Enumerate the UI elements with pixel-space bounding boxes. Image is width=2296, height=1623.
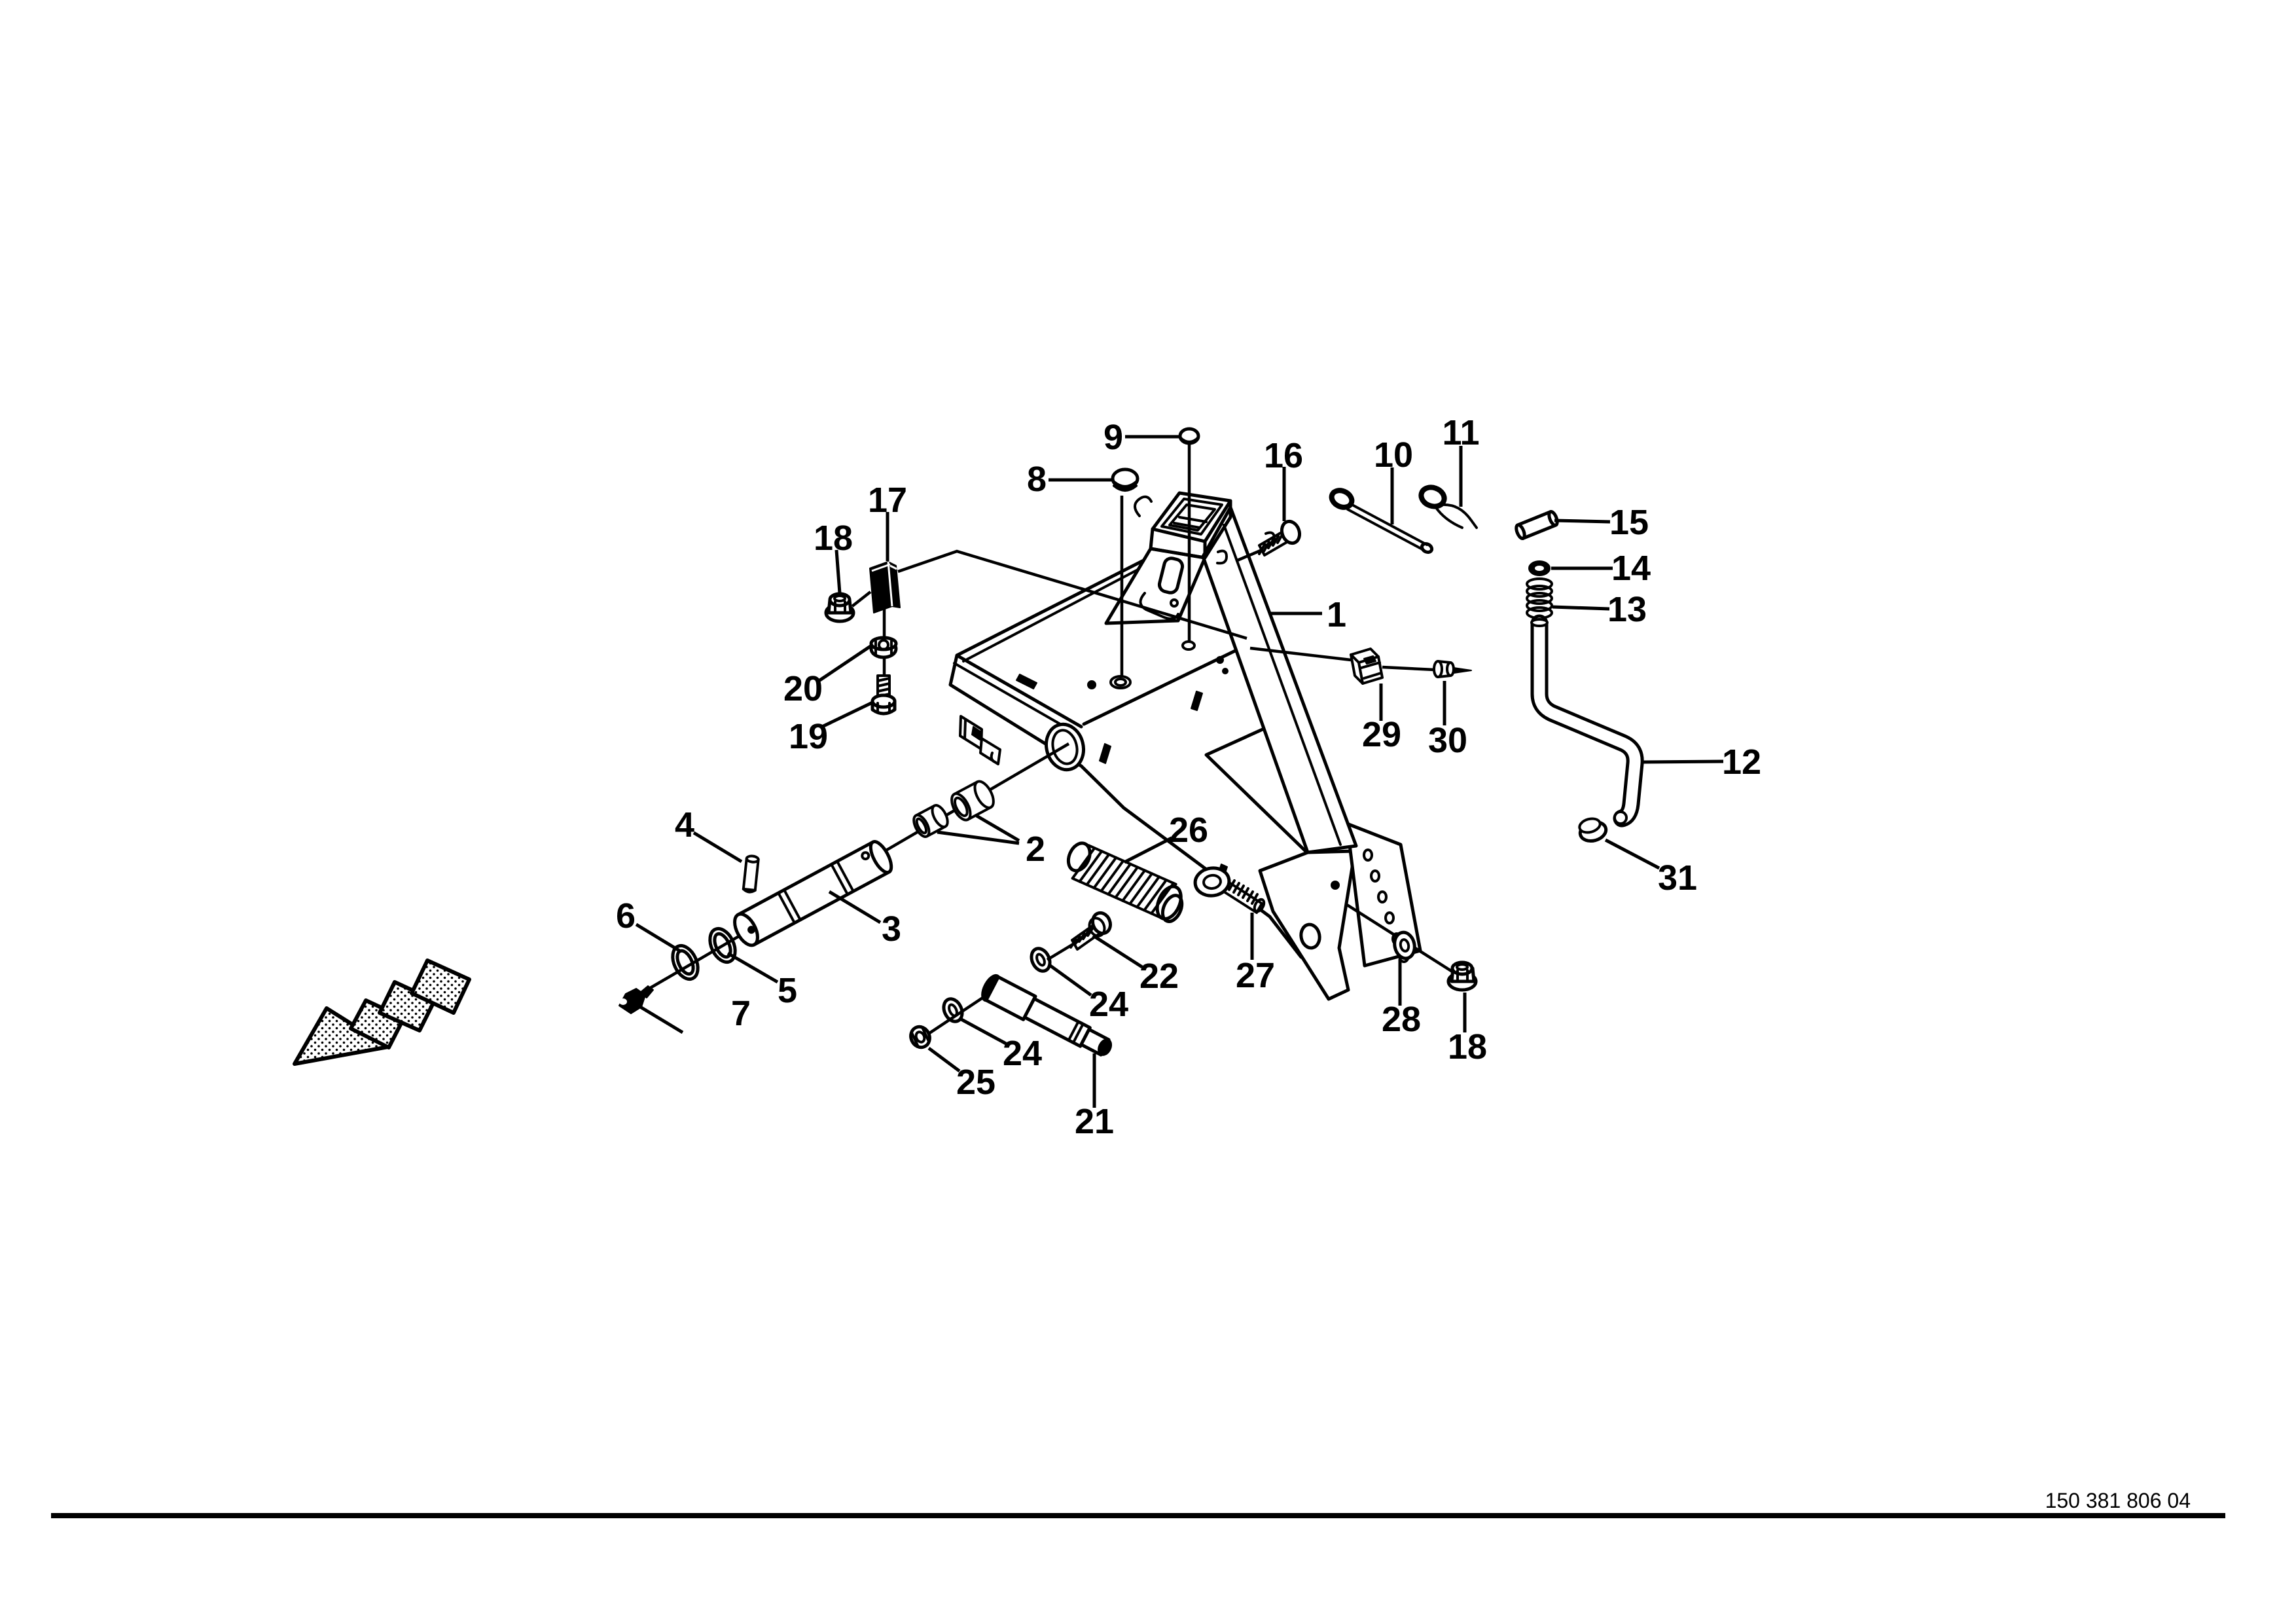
callout-leader-24 [959,1017,1007,1046]
callout-leader-12 [1643,759,1724,764]
flange-nut [824,592,855,623]
callout-19: 19 [789,717,828,756]
callout-10: 10 [1374,435,1413,475]
callout-7: 7 [731,994,751,1033]
callout-12: 12 [1722,742,1761,782]
callout-1: 1 [1327,595,1346,634]
callout-6: 6 [616,896,636,936]
callout-leader-20 [817,644,872,683]
callout-21: 21 [1075,1102,1114,1141]
callout-leader-22 [1092,934,1143,969]
hex-nut-25 [909,1025,931,1049]
frame-weldment [948,491,1422,1001]
callout-24: 24 [1003,1034,1042,1073]
callout-leader-15 [1554,519,1611,524]
callout-11: 11 [1442,413,1479,452]
eye-bolt [1193,866,1266,914]
callout-leader-13 [1552,605,1610,611]
o-ring-6 [671,943,700,981]
hex-nut [869,636,898,659]
washer-28 [1393,930,1416,960]
washer-24-upper [1030,947,1052,973]
callout-25: 25 [956,1063,996,1102]
r-clip [1418,484,1478,529]
callout-16: 16 [1264,436,1303,475]
callout-18: 18 [1448,1027,1487,1067]
callout-4: 4 [675,805,694,845]
callout-leader-7 [637,1004,684,1034]
callout-leader-2 [975,814,1020,843]
plug-cap-large [1111,467,1139,492]
callout-5: 5 [778,971,797,1010]
callout-leader-24 [1047,962,1092,997]
pivot-shaft [733,840,893,947]
clamp-clip [1350,647,1384,685]
callout-13: 13 [1607,590,1647,629]
grease-nipple [619,985,654,1014]
flange-nut-right [1446,960,1478,992]
callout-20: 20 [783,669,823,708]
callout-27: 27 [1236,956,1275,995]
callout-28: 28 [1382,1000,1421,1039]
callout-leader-25 [927,1046,961,1073]
washer-24-lower [942,997,964,1023]
crank-rod [1530,614,1644,828]
plug-cap-small [1178,427,1200,445]
callout-14: 14 [1611,549,1651,588]
callout-leader-26 [1123,836,1173,864]
callout-leader-6 [635,922,681,953]
callout-leader-2 [937,830,1020,845]
retaining-ring [1528,560,1551,576]
compression-spring [1526,577,1553,619]
callout-3: 3 [882,909,901,949]
doc-number: 150 381 806 04 [2045,1489,2191,1512]
footer-rule [51,1513,2225,1518]
callout-leader-5 [726,951,779,984]
spring-hook-detail [1134,495,1153,517]
bushing-pair [912,780,995,838]
o-ring-5 [708,926,737,964]
roll-pin [1515,510,1559,540]
callout-leader-19 [821,701,874,729]
rubber-buffer [869,561,901,613]
callout-15: 15 [1609,503,1649,542]
tension-spring [1066,841,1184,923]
callout-30: 30 [1428,721,1467,760]
callout-leader-18 [834,549,842,594]
callout-26: 26 [1169,811,1208,850]
callout-31: 31 [1658,858,1697,898]
set-screw [1433,660,1472,678]
callout-22: 22 [1139,957,1179,996]
pivot-pin [981,974,1113,1057]
bolt-22 [1069,911,1112,951]
screw [1258,519,1302,556]
bolt [870,674,897,716]
callout-leader-31 [1604,838,1660,870]
callout-17: 17 [868,481,907,520]
callout-18: 18 [814,519,853,558]
dowel-pin [742,854,760,894]
end-cap [1578,817,1608,843]
callout-2: 2 [1026,830,1045,869]
callout-8: 8 [1027,460,1047,499]
callout-leader-4 [692,831,743,864]
callout-9: 9 [1103,418,1123,457]
linch-pin [1329,488,1434,554]
callout-24: 24 [1089,985,1128,1024]
callout-leader-3 [828,890,882,924]
direction-arrow-icon [293,958,471,1066]
callout-29: 29 [1362,715,1401,754]
